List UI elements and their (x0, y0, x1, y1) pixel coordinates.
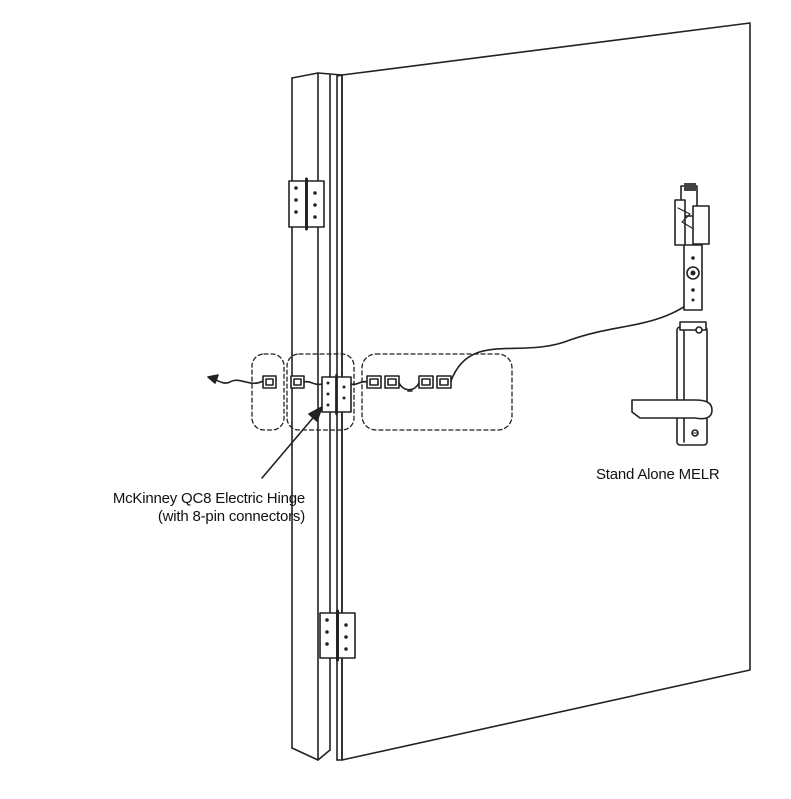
hinge-wire-left (303, 380, 323, 386)
lever-trim (631, 321, 713, 446)
hinge-wire-right (350, 380, 368, 386)
lock-wire (450, 294, 701, 382)
melr-lock-body (674, 183, 710, 311)
connector-8pin (436, 375, 452, 389)
connector-8pin (366, 375, 382, 389)
electric-hinge-label: McKinney QC8 Electric Hinge (with 8-pin … (55, 490, 305, 526)
bottom-hinge (319, 609, 356, 662)
melr-label: Stand Alone MELR (596, 466, 720, 483)
connector-8pin (290, 375, 305, 389)
electric-hinge (321, 373, 352, 416)
electric-hinge-label-line2: (with 8-pin connectors) (157, 508, 305, 525)
mid-wire (398, 382, 420, 391)
connector-8pin (384, 375, 400, 389)
connector-8pin (262, 375, 277, 389)
electric-hinge-label-line1: McKinney QC8 Electric Hinge (112, 490, 305, 507)
connector-group-boxes (251, 353, 513, 431)
power-wire (213, 378, 264, 385)
power-wire-arrow (207, 374, 219, 384)
hinge-leader-arrow (261, 406, 323, 479)
top-hinge (288, 177, 325, 231)
connector-8pin (418, 375, 434, 389)
